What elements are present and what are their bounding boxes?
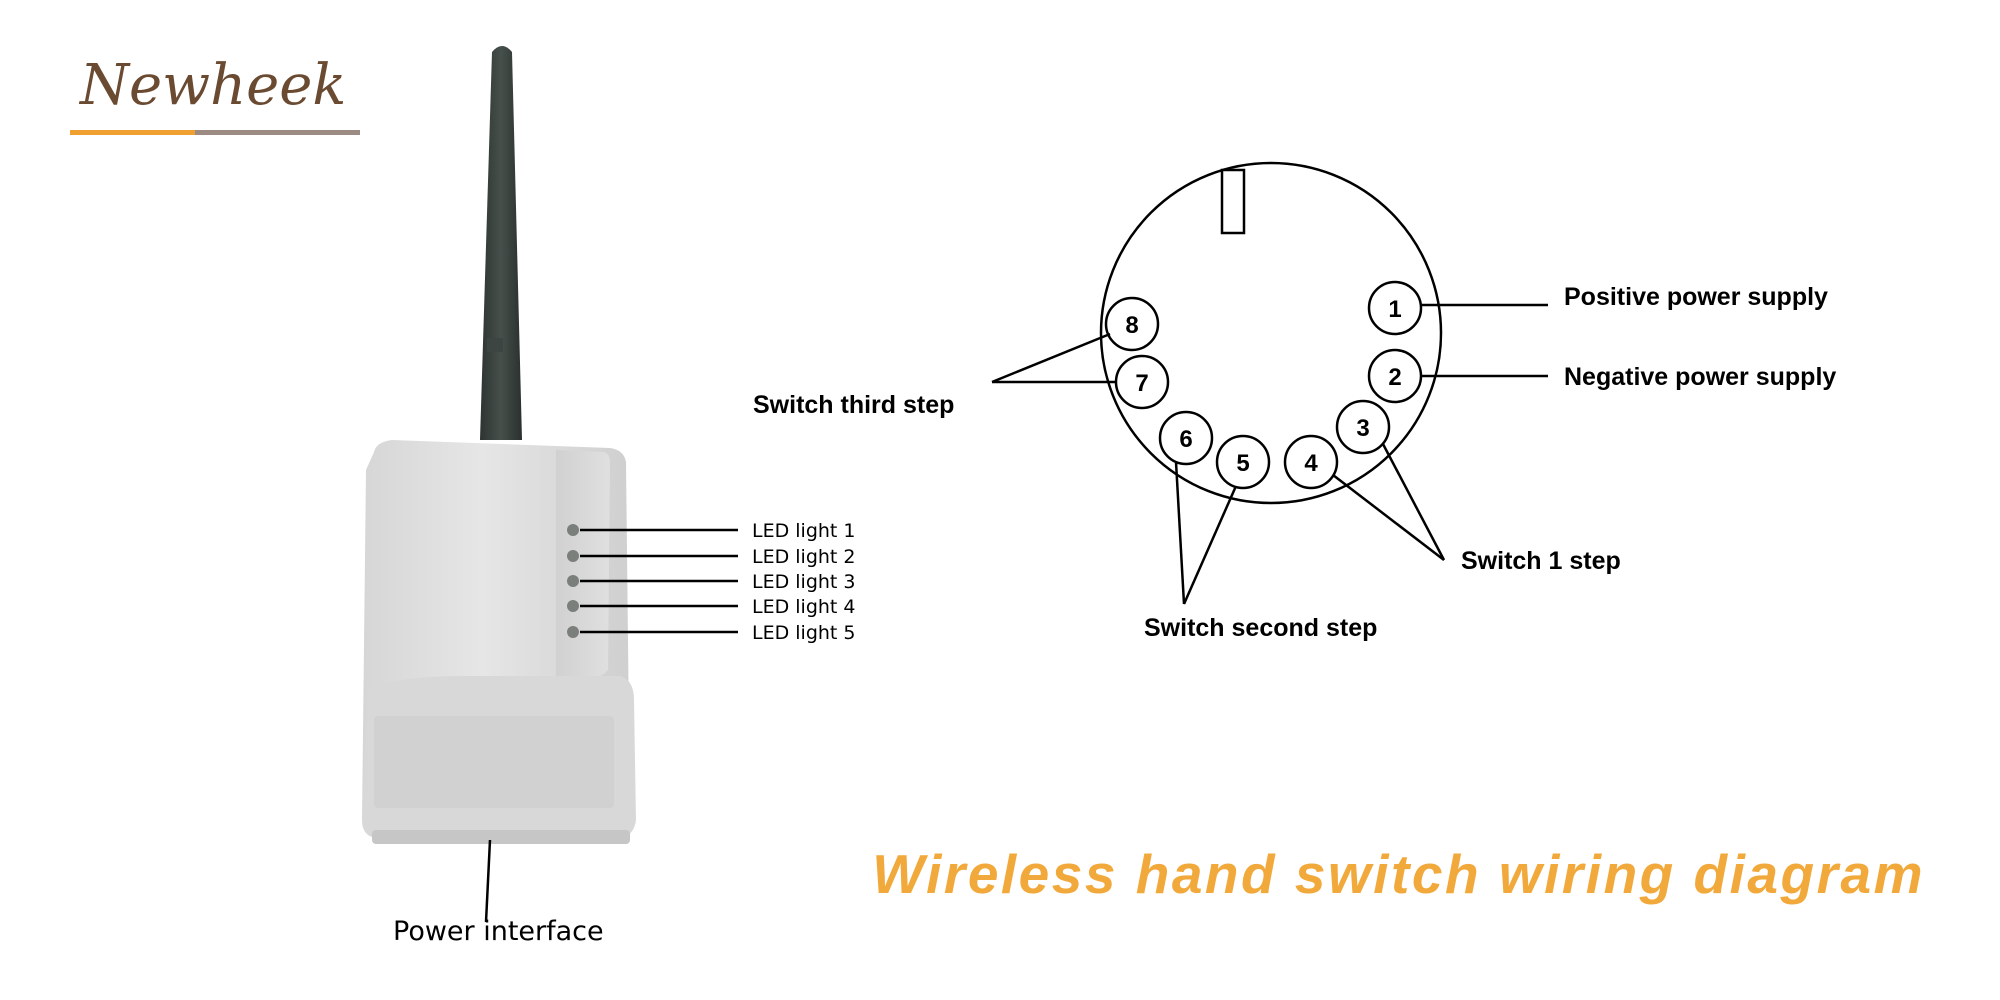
- pin-3-circle: [1335, 399, 1391, 455]
- label-positive-power: Positive power supply: [1564, 283, 1828, 311]
- led-2: [567, 550, 579, 562]
- label-negative-power: Negative power supply: [1564, 363, 1836, 391]
- brand-logo-text: Newheek: [78, 53, 346, 118]
- pin-6-circle: [1158, 410, 1214, 466]
- brand-logo: Newheek: [70, 53, 360, 135]
- power-leader: [484, 839, 492, 923]
- led-5-label: LED light 5: [752, 622, 856, 644]
- led-labels: [580, 528, 738, 634]
- brand-underline-accent: [70, 130, 195, 135]
- device-base-panel: [374, 716, 614, 808]
- led-3-label: LED light 3: [752, 571, 856, 593]
- pin-7-number: 7: [1135, 370, 1148, 397]
- led-3: [567, 575, 579, 587]
- led-4-label: LED light 4: [752, 596, 856, 618]
- pin-3-number: 3: [1356, 415, 1369, 442]
- label-switch-second-step: Switch second step: [1144, 614, 1377, 642]
- pin-5-circle: [1215, 434, 1271, 490]
- antenna-joint: [487, 338, 503, 352]
- antenna: [480, 46, 522, 440]
- pin-1-circle: [1367, 280, 1423, 336]
- pin-3-leader: [1381, 443, 1446, 561]
- device-illustration: [362, 46, 636, 844]
- pin-6-leader: [1174, 461, 1186, 605]
- pin-4-leader: [1332, 474, 1445, 561]
- pin-1-number: 1: [1388, 296, 1401, 323]
- led-panel: [556, 450, 610, 682]
- connector-key-notch: [1220, 168, 1246, 235]
- pin-2-number: 2: [1388, 364, 1401, 391]
- pin-5-number: 5: [1236, 450, 1249, 477]
- brand-underline-rest: [195, 130, 360, 135]
- led-1-label: LED light 1: [752, 520, 856, 542]
- led-2-label: LED light 2: [752, 546, 856, 568]
- pin-8-number: 8: [1125, 312, 1138, 339]
- pin-8-leader: [991, 332, 1111, 384]
- pin-5-leader: [1182, 485, 1238, 605]
- label-switch-first-step: Switch 1 step: [1461, 547, 1621, 575]
- led-4: [567, 600, 579, 612]
- diagram-title: Wireless hand switch wiring diagram: [872, 843, 1925, 905]
- led-5: [567, 626, 579, 638]
- pin-numbers: 1 2 3 4 5 6 7 8: [1125, 296, 1401, 477]
- label-switch-third-step: Switch third step: [753, 391, 954, 419]
- power-interface-label: Power interface: [393, 916, 604, 947]
- pin-4-circle: [1283, 434, 1339, 490]
- pin-6-number: 6: [1179, 426, 1192, 453]
- pin-4-number: 4: [1304, 450, 1318, 477]
- connector-diagram: [991, 161, 1548, 605]
- pin-8-circle: [1104, 296, 1160, 352]
- led-1: [567, 524, 579, 536]
- device-bottom-edge: [372, 830, 630, 844]
